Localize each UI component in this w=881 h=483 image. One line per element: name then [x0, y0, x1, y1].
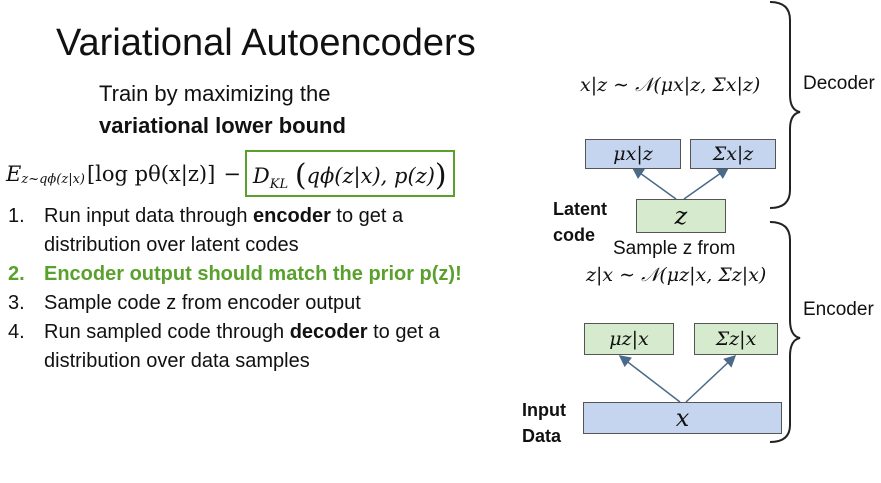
step-1: 1. Run input data through encoder to get…: [8, 205, 404, 256]
decoder-label: Decoder: [803, 73, 875, 94]
slide-title: Variational Autoencoders: [56, 22, 476, 64]
expectation-symbol: E: [6, 161, 22, 186]
minus-sign: −: [223, 161, 241, 186]
subtitle-line-2: variational lower bound: [99, 113, 346, 138]
input-data-label: Input Data: [522, 400, 566, 446]
expectation-subscript: z~qϕ(z|x): [21, 172, 85, 187]
x-input-node: x: [583, 402, 782, 434]
kl-symbol: D: [252, 164, 270, 188]
arrow-z-to-mu-xz: [631, 167, 677, 200]
step-4: 4. Run sampled code through decoder to g…: [8, 321, 440, 372]
kl-term-box: DKL (qϕ(z|x), p(z)): [244, 150, 455, 197]
arrow-x-to-mu-zx: [618, 355, 681, 403]
sample-z-text: Sample z from: [613, 238, 736, 259]
log-likelihood-term: [log pθ(x|z)]: [86, 161, 216, 186]
decoder-brace: [769, 1, 801, 209]
step-2: 2. Encoder output should match the prior…: [8, 263, 462, 285]
arrow-z-to-sigma-xz: [683, 167, 730, 200]
mu-x-given-z-node: μx|z: [585, 139, 681, 169]
elbo-formula: E z~qϕ(z|x) [log pθ(x|z)] − DKL (qϕ(z|x)…: [6, 150, 455, 197]
kl-subscript: KL: [269, 177, 289, 192]
encoder-distribution: z|x ∼ 𝒩(μz|x, Σz|x): [586, 264, 767, 286]
sigma-x-given-z-node: Σx|z: [690, 139, 776, 169]
step-3: 3. Sample code z from encoder output: [8, 292, 361, 314]
encoder-brace: [769, 221, 801, 443]
encoder-label: Encoder: [803, 299, 874, 320]
latent-code-label: Latent code: [553, 199, 607, 245]
subtitle: Train by maximizing the variational lowe…: [99, 78, 346, 142]
arrow-x-to-sigma-zx: [685, 354, 737, 403]
z-latent-node: z: [636, 199, 726, 233]
decoder-distribution: x|z ∼ 𝒩(μx|z, Σx|z): [580, 74, 761, 96]
mu-z-given-x-node: μz|x: [584, 323, 674, 355]
kl-arguments: qϕ(z|x), p(z): [306, 164, 435, 188]
steps-list: 1. Run input data through encoder to get…: [8, 202, 494, 376]
subtitle-line-1: Train by maximizing the: [99, 81, 331, 106]
sigma-z-given-x-node: Σz|x: [694, 323, 778, 355]
